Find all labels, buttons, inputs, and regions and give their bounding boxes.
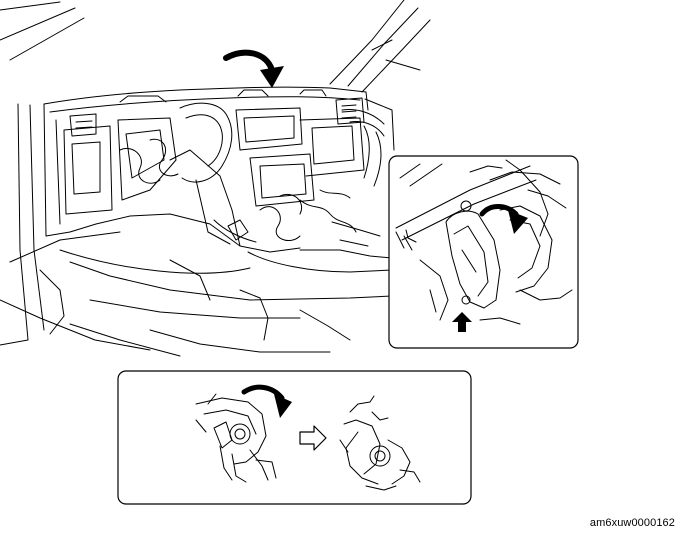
figure-code: am6xuw0000162 xyxy=(589,517,675,529)
vehicle-interior-view xyxy=(0,0,431,357)
curved-arrow-icon xyxy=(479,204,528,234)
up-arrow-icon xyxy=(452,312,472,332)
inset-detail-panel xyxy=(388,155,579,349)
curved-arrow-icon xyxy=(223,49,284,88)
outline-right-arrow-icon xyxy=(299,425,327,451)
steering-bracket-after xyxy=(339,395,421,491)
steering-bracket-before xyxy=(195,393,277,483)
curved-arrow-icon xyxy=(241,384,292,418)
removal-sequence-panel xyxy=(117,370,472,505)
